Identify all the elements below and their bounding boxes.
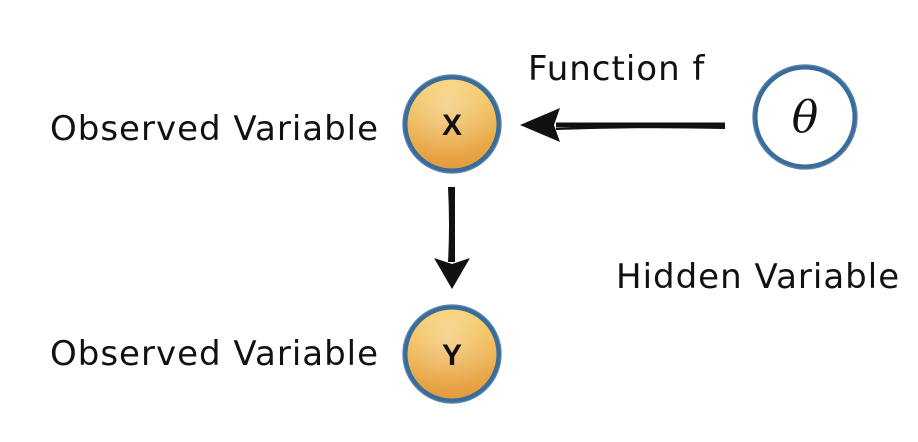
node-x: X: [402, 74, 502, 174]
arrow-theta-to-x: [520, 108, 726, 142]
node-theta: θ: [752, 64, 858, 170]
node-x-label: X: [442, 109, 462, 142]
node-y-label: Y: [442, 339, 462, 372]
hidden-variable-label: Hidden Variable: [616, 257, 900, 297]
arrow-x-to-y: [434, 186, 470, 289]
observed-variable-x-label: Observed Variable: [50, 109, 379, 149]
node-y: Y: [402, 304, 502, 404]
observed-variable-y-label: Observed Variable: [50, 334, 379, 374]
function-label: Function f: [528, 49, 705, 89]
node-theta-label: θ: [792, 92, 819, 143]
